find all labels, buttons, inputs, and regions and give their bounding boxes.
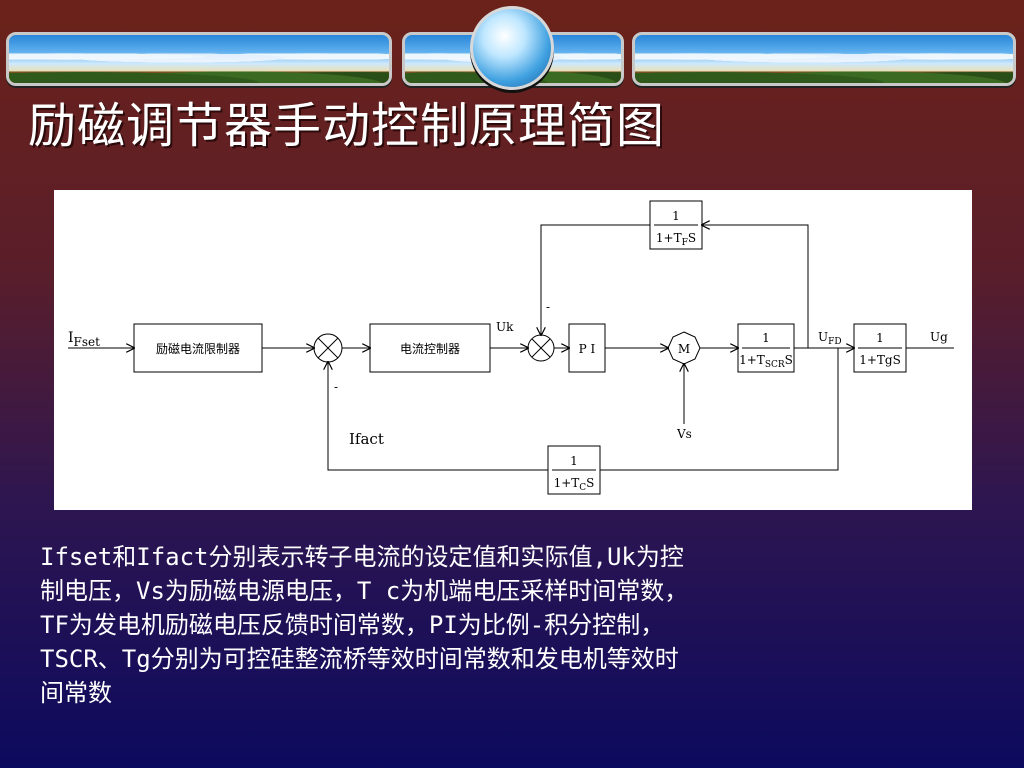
tf-den: 1+TFS <box>656 231 696 248</box>
description-line-5: 间常数 <box>40 679 112 707</box>
sum2-minus-sign: - <box>546 300 550 314</box>
ifset-label-main: I <box>68 330 74 346</box>
current-controller-label: 电流控制器 <box>400 342 460 356</box>
sum-junction-1 <box>313 333 343 363</box>
page-title: 励磁调节器手动控制原理简图 <box>28 98 666 154</box>
ifset-label: IFset <box>68 330 100 349</box>
edge-tc-to-sum1 <box>328 362 548 471</box>
description-line-1: Ifset和Ifact分别表示转子电流的设定值和实际值,Uk为控 <box>40 543 684 571</box>
edge-output-to-tc <box>600 348 839 471</box>
tscr-den: 1+TSCRS <box>739 353 793 370</box>
tc-num: 1 <box>570 454 578 468</box>
sum1-minus-sign: - <box>334 380 338 394</box>
tf-den-pre: 1+T <box>656 231 682 245</box>
ufd-main: U <box>818 330 828 344</box>
tscr-num: 1 <box>762 331 770 345</box>
tf-den-sub: F <box>682 238 688 248</box>
description-text: Ifset和Ifact分别表示转子电流的设定值和实际值,Uk为控 制电压，Vs为… <box>40 540 940 710</box>
tc-den-sub: C <box>579 483 586 493</box>
sum-junction-2 <box>527 334 555 362</box>
tc-den: 1+TCS <box>554 476 595 493</box>
ufd-label: UFD <box>818 330 842 347</box>
banner-left-landscape <box>6 32 392 86</box>
tscr-den-pre: 1+T <box>739 353 765 367</box>
current-limiter-label: 励磁电流限制器 <box>156 341 240 356</box>
vs-label: Vs <box>676 427 692 441</box>
description-line-3: TF为发电机励磁电压反馈时间常数，PI为比例-积分控制， <box>40 611 665 639</box>
tc-den-post: S <box>586 476 594 490</box>
banner-right-landscape <box>632 32 1016 86</box>
tscr-den-sub: SCR <box>765 360 785 370</box>
edge-ufd-to-tf <box>702 225 809 348</box>
ifact-label: Ifact <box>349 430 384 448</box>
ug-label: Ug <box>930 330 948 344</box>
tf-den-post: S <box>688 231 696 245</box>
description-line-2: 制电压，Vs为励磁电源电压，T c为机端电压采样时间常数， <box>40 577 689 605</box>
tf-num: 1 <box>672 209 680 223</box>
control-diagram: IFset 励磁电流限制器 电流控制器 Uk P I <box>54 190 972 510</box>
motor-label: M <box>678 342 690 356</box>
description-line-4: TSCR、Tg分别为可控硅整流桥等效时间常数和发电机等效时 <box>40 645 679 673</box>
tg-den: 1+TgS <box>859 353 901 367</box>
pi-label: P I <box>579 342 596 356</box>
ufd-sub: FD <box>828 337 841 347</box>
tscr-den-post: S <box>785 353 793 367</box>
tc-den-pre: 1+T <box>554 476 580 490</box>
edge-tf-to-sum2 <box>541 224 650 335</box>
globe-icon <box>470 6 554 90</box>
tg-num: 1 <box>876 331 884 345</box>
uk-label: Uk <box>496 320 514 334</box>
ifset-label-sub: Fset <box>74 335 101 349</box>
